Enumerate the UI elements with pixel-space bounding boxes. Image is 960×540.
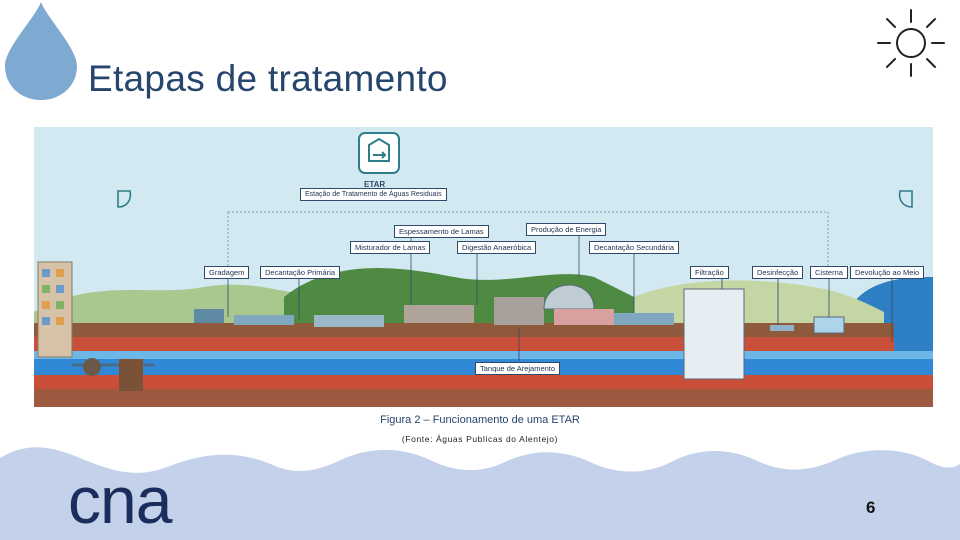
etar-logo-icon	[358, 132, 400, 174]
etar-diagram-illustration	[34, 127, 933, 407]
sun-icon	[877, 9, 945, 77]
label-espessamento: Espessamento de Lamas	[394, 225, 489, 238]
label-devolucao: Devolução ao Meio	[850, 266, 925, 279]
figure-source: (Fonte: Águas Publicas do Alentejo)	[401, 434, 559, 444]
page-number: 6	[866, 498, 876, 517]
label-producao-energia: Produção de Energia	[526, 223, 607, 236]
etar-logo-subtitle: Estação de Tratamento de Águas Residuais	[300, 188, 447, 201]
label-decantacao-secundaria: Decantação Secundária	[589, 241, 680, 254]
brand-logo-text: cna	[68, 463, 172, 537]
etar-logo-title: ETAR	[364, 180, 386, 189]
figure-caption: Figura 2 – Funcionamento de uma ETAR	[380, 414, 580, 426]
label-desinfeccao: Desinfecção	[752, 266, 804, 279]
bottom-wave-decoration	[0, 447, 960, 540]
slide-title: Etapas de tratamento	[88, 58, 448, 99]
etar-diagram: ETAR Estação de Tratamento de Águas Resi…	[34, 127, 933, 407]
label-gradagem: Gradagem	[204, 266, 250, 279]
label-decantacao-primaria: Decantação Primária	[260, 266, 341, 279]
leaf-icon-left	[117, 190, 132, 208]
label-tanque-arejamento: Tanque de Arejamento	[475, 362, 561, 375]
label-cisterna: Cisterna	[810, 266, 848, 279]
water-drop-icon	[5, 2, 77, 100]
label-misturador: Misturador de Lamas	[350, 241, 431, 254]
label-digestao: Digestão Anaeróbica	[457, 241, 537, 254]
leaf-icon-right	[898, 190, 913, 208]
label-filtracao: Filtração	[690, 266, 729, 279]
